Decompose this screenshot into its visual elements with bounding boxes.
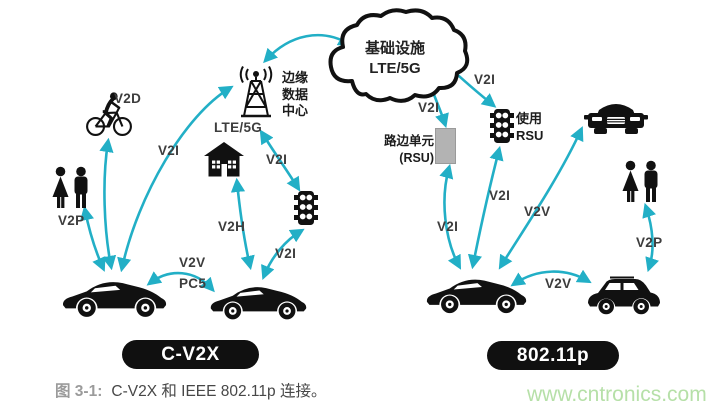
car-icon <box>60 272 168 320</box>
house-icon <box>204 142 244 177</box>
cloud-label: 基础设施 LTE/5G <box>330 39 460 78</box>
link-label-v2v-right: V2V <box>545 276 572 291</box>
group-pill-cv2x: C-V2X <box>122 340 259 369</box>
arrow-v2i-car-rsu <box>439 163 462 270</box>
rsu-label-line1: 路边单元 <box>383 134 434 148</box>
tower-caption: LTE/5G <box>214 120 263 135</box>
pedestrians-icon <box>50 166 94 210</box>
traffic-light-icon <box>294 190 318 228</box>
pedestrians-icon <box>620 160 664 204</box>
arrow-v2i-tower-light <box>259 129 301 192</box>
car-icon <box>208 278 308 322</box>
arrow-v2v-car-topcar <box>498 126 584 270</box>
link-label-pc5: PC5 <box>179 276 207 291</box>
use-rsu-line2: RSU <box>516 127 544 143</box>
figure-caption-text: C-V2X 和 IEEE 802.11p 连接。 <box>111 383 327 400</box>
roadside-unit-label: 路边单元 (RSU) <box>376 133 434 166</box>
arrow-v2i-car-tower <box>117 85 234 273</box>
link-label-v2i-cloud-rsu: V2I <box>418 100 440 115</box>
group-pill-80211p: 802.11p <box>487 341 619 370</box>
link-label-v2i-car-tower: V2I <box>158 143 180 158</box>
edge-data-center-label: 边缘 数据 中心 <box>282 70 308 120</box>
link-label-v2i-car-light-right: V2I <box>489 188 511 203</box>
arrow-v2i-car-light-left <box>261 228 305 280</box>
rsu-label-line2: (RSU) <box>399 150 434 165</box>
use-rsu-line1: 使用 <box>516 111 543 126</box>
cloud-label-line1: 基础设施 <box>364 40 425 57</box>
arrow-v2v-right <box>510 269 592 287</box>
arrow-v2p-left <box>79 205 106 272</box>
link-label-v2h: V2H <box>218 219 246 234</box>
link-label-v2p-left: V2P <box>58 213 85 228</box>
arrow-v2p-right <box>642 202 659 273</box>
link-label-v2i-car-light-left: V2I <box>275 246 297 261</box>
link-label-v2v-car-topcar: V2V <box>524 204 551 219</box>
cloud-label-line2: LTE/5G <box>369 59 421 77</box>
edge-dc-line1: 边缘 <box>282 70 309 85</box>
link-label-v2i-tower-light: V2I <box>266 152 288 167</box>
arrow-v2h <box>230 177 255 271</box>
figure-caption: 图 3-1: C-V2X 和 IEEE 802.11p 连接。 <box>55 379 326 401</box>
arrow-v2d <box>99 137 117 271</box>
link-label-v2p-right: V2P <box>636 235 663 250</box>
use-rsu-label: 使用 RSU <box>516 111 543 144</box>
link-label-v2d: V2D <box>114 91 142 106</box>
link-label-v2v-left: V2V <box>179 255 206 270</box>
arrow-v2i-car-light-right <box>467 145 504 270</box>
cell-tower-icon <box>232 64 280 122</box>
arrow-v2v-pc5 <box>146 271 215 293</box>
watermark: www.cntronics.com <box>527 383 707 406</box>
traffic-light-icon <box>490 108 514 146</box>
suv-icon <box>584 270 664 318</box>
roadside-unit-box <box>435 128 456 164</box>
link-label-v2i-car-rsu: V2I <box>437 219 459 234</box>
car-icon <box>424 268 528 318</box>
edge-dc-line2: 数据 <box>282 86 309 102</box>
link-label-v2i-cloud-light: V2I <box>474 72 496 87</box>
figure-caption-prefix: 图 3-1: <box>55 383 103 400</box>
car-front-icon <box>584 92 648 136</box>
edge-dc-line3: 中心 <box>282 103 309 118</box>
